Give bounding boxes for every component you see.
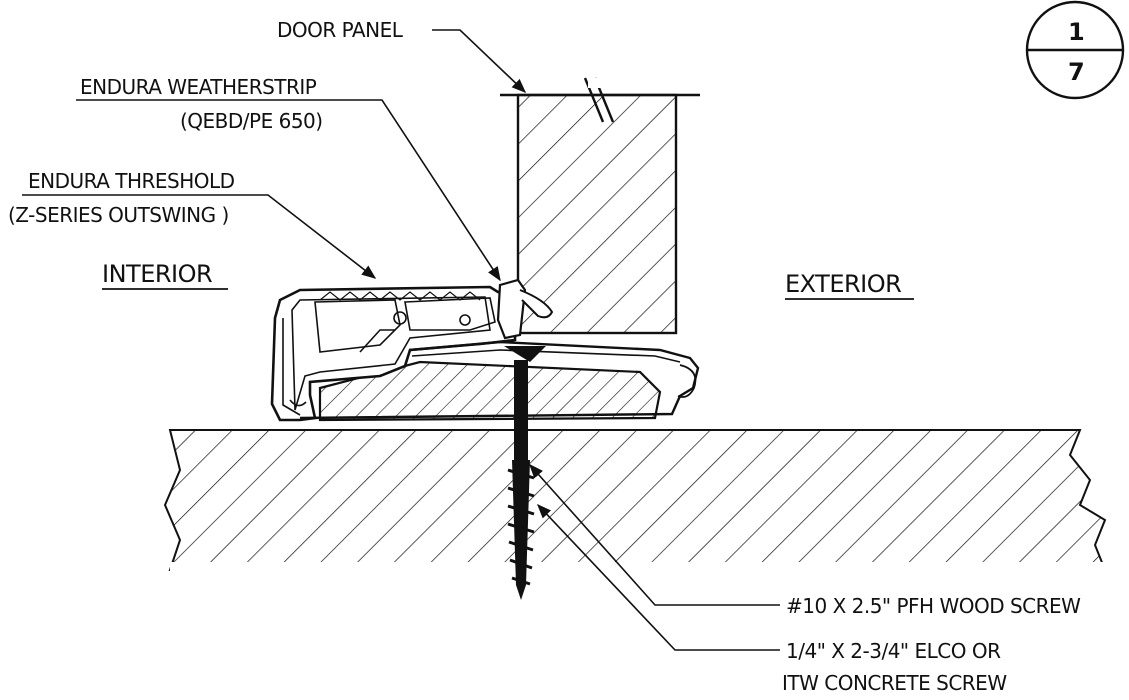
threshold-label-line2: (Z-SERIES OUTSWING ) [8, 203, 229, 227]
concrete-screw-label-line2: ITW CONCRETE SCREW [782, 671, 1007, 695]
weatherstrip [496, 278, 554, 340]
exterior-label: EXTERIOR [785, 270, 901, 298]
screw [504, 346, 546, 600]
wood-screw-label: #10 X 2.5" PFH WOOD SCREW [786, 594, 1081, 618]
detail-tag: 1 7 [1025, 0, 1125, 100]
concrete-slab [163, 429, 1110, 582]
detail-tag-number: 1 [1068, 18, 1085, 46]
threshold-label-line1: ENDURA THRESHOLD [28, 169, 235, 193]
door-panel [500, 77, 700, 335]
threshold-extrusion [270, 285, 700, 422]
weatherstrip-label-line1: ENDURA WEATHERSTRIP [80, 75, 317, 99]
detail-tag-sheet: 7 [1068, 58, 1085, 86]
door-panel-label: DOOR PANEL [277, 18, 404, 42]
leader-lines [22, 29, 780, 651]
weatherstrip-label-line2: (QEBD/PE 650) [180, 109, 323, 133]
concrete-screw-label-line1: 1/4" X 2-3/4" ELCO OR [786, 639, 1001, 663]
wood-substrate [318, 360, 662, 422]
interior-label: INTERIOR [102, 260, 212, 288]
